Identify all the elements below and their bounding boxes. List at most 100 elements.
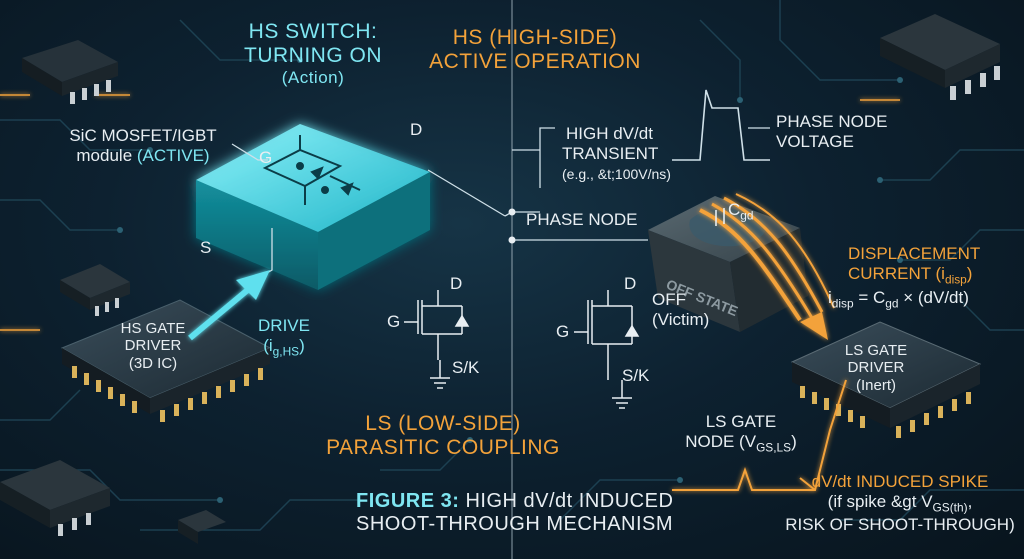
ls-coupling-title: LS (LOW-SIDE) PARASITIC COUPLING [318,412,568,460]
ls-driver-line2: DRIVER [847,359,905,377]
off-victim-label: OFF (Victim) [652,290,709,329]
displacement-line2-main: CURRENT (i [848,263,945,283]
transient-line2: TRANSIENT [562,143,659,163]
hs-switch-title-line1: HS SWITCH: [248,20,378,43]
ls-gate-node-label: LS GATE NODE (VGS,LS) [676,412,806,455]
phase-voltage-line1: PHASE NODE [776,112,888,131]
displacement-current-flow [699,193,835,322]
mosfet-symbol-a [404,290,470,378]
ic-package-top-right [880,14,1000,100]
component-bottom-mid [178,510,226,544]
phase-node-dot-2 [508,236,516,244]
hs-driver-line3: (3D IC) [128,354,178,372]
drive-line2-sub: g,HS [272,343,300,358]
phase-voltage-label: PHASE NODE VOLTAGE [776,112,887,151]
spike-line2-end: , [967,491,973,511]
ls-driver-label: LS GATE DRIVER (Inert) [836,342,916,394]
ls-coupling-line2: PARASITIC COUPLING [326,436,560,460]
glow-traces [0,94,900,331]
off-victim-line1: OFF [652,290,686,309]
hs-driver-line1: HS GATE [120,320,186,337]
cgd-main: C [728,200,741,219]
transient-line3: (e.g., &t;100V/ns) [562,166,671,183]
ic-package-bottom-left [0,460,110,536]
ground-symbol-a [430,377,450,389]
ls-coupling-line1: LS (LOW-SIDE) [365,412,521,435]
ground-symbol-b [612,397,632,409]
displacement-line2-sub: disp [944,271,967,286]
spike-label: dV/dt INDUCED SPIKE (if spike &gt VGS(th… [780,472,1020,534]
off-victim-line2: (Victim) [652,309,710,329]
spike-line3: RISK OF SHOOT-THROUGH) [785,514,1015,534]
circuit-traces [0,0,1024,531]
ls-gate-node-end: ) [791,431,797,451]
module-label: SiC MOSFET/IGBT module (ACTIVE) [48,126,238,165]
cgd-capacitor-symbol [715,208,725,226]
hs-active-title: HS (HIGH-SIDE) ACTIVE OPERATION [420,26,650,74]
displacement-line2-end: ) [966,263,973,283]
hs-switch-title: HS SWITCH: TURNING ON (Action) [228,20,398,88]
phase-node-dot [508,208,516,216]
figure-title-b: SHOOT-THROUGH MECHANISM [356,513,674,535]
pin-d-label: D [410,120,423,139]
module-internal-symbol [262,135,361,205]
ls-gate-node-sub: GS,LS [756,439,792,454]
eq-a: i [828,288,832,307]
drive-label: DRIVE (ig,HS) [244,316,324,359]
transient-line1: HIGH dV/dt [566,124,653,143]
trace-nodes [117,57,903,503]
figure-title-a: HIGH dV/dt INDUCED [459,490,674,512]
hs-gate-driver-chip [60,299,272,422]
displacement-line1: DISPLACEMENT [848,244,981,263]
eq-a-sub: disp [831,296,854,311]
drive-line1: DRIVE [258,316,310,335]
spike-line1: dV/dt INDUCED SPIKE [811,472,989,491]
drive-line2-main: (i [263,335,273,355]
eq-b: = C [853,288,886,307]
displacement-label: DISPLACEMENT CURRENT (idisp) [848,244,980,287]
mosfet-symbol-b [574,290,640,398]
figure-caption: FIGURE 3: HIGH dV/dt INDUCED SHOOT-THROU… [356,490,673,536]
hs-active-line2: ACTIVE OPERATION [429,50,641,74]
ls-b-g-label: G [556,322,570,341]
pin-s-label: S [200,238,212,257]
ic-package-left-mid [60,264,130,316]
module-label-line1: SiC MOSFET/IGBT [69,126,217,145]
hs-driver-label: HS GATE DRIVER (3D IC) [108,320,198,372]
eq-b-sub: gd [885,296,899,311]
displacement-equation: idisp = Cgd × (dV/dt) [828,288,969,311]
phase-node-label: PHASE NODE [526,210,638,229]
hs-switch-subtitle: (Action) [281,68,345,88]
ls-a-g-label: G [387,312,401,331]
cgd-sub: gd [740,208,754,223]
module-active-tag: (ACTIVE) [136,145,210,165]
spike-line2-sub: GS(th) [932,499,968,514]
ls-a-s-label: S/K [452,358,480,377]
ls-b-d-label: D [624,274,637,293]
ls-b-s-label: S/K [622,366,650,385]
module-label-prefix: module [76,145,137,165]
ls-gate-node-main: NODE (V [685,431,757,451]
drive-line2-end: ) [299,335,305,355]
hs-active-line1: HS (HIGH-SIDE) [452,26,618,49]
pin-g-label: G [259,148,273,167]
ls-a-d-label: D [450,274,463,293]
transient-label: HIGH dV/dt TRANSIENT (e.g., &t;100V/ns) [562,124,671,182]
phase-node-lines [504,127,648,241]
eq-c: × (dV/dt) [898,288,969,307]
hs-driver-line2: DRIVER [124,337,182,355]
phase-voltage-waveform [672,89,770,161]
ls-driver-line3: (Inert) [855,376,896,394]
ic-package-top-left [22,40,118,104]
phase-voltage-line2: VOLTAGE [776,131,854,151]
drive-arrow [188,270,270,341]
sic-module-3d [196,124,430,290]
ls-driver-line1: LS GATE [844,342,908,359]
figure-label: FIGURE 3: [356,490,460,512]
cgd-label: Cgd [728,200,754,223]
gate-node-spike-trace [672,379,847,491]
hs-switch-title-line2: TURNING ON [244,44,382,68]
displacement-arrowhead [800,312,828,340]
ls-gate-node-line1: LS GATE [705,412,777,431]
